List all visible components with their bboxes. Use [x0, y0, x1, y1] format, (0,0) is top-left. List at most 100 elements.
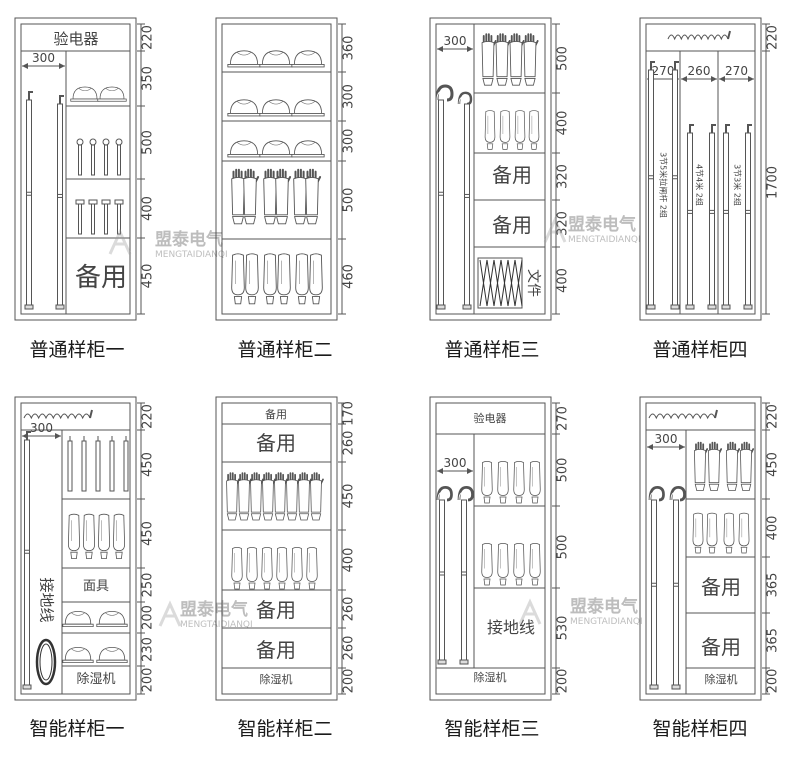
cabinet-8-dim-label: 220: [766, 404, 781, 429]
boot-icon: [706, 512, 718, 554]
cabinet-5-mask-label: 面具: [83, 579, 109, 594]
cabinet-1-dim-label-group: 350: [141, 66, 156, 91]
cabinet-3-dim-label: 400: [556, 268, 571, 293]
boot-icon: [692, 512, 704, 554]
cabinet-4-rod-label: 4节4米 2组: [695, 164, 705, 206]
cabinet-3-width-label: 300: [444, 34, 467, 48]
cabinet-4-rod: [723, 132, 729, 306]
cabinet-5-width-label: 300: [30, 421, 53, 435]
caption-cabinet-7: 智能样柜三: [444, 718, 540, 740]
caption-cabinet-2: 普通样柜二: [237, 339, 333, 361]
cabinet-3-rod-foot: [462, 304, 472, 310]
boot-icon: [261, 547, 273, 590]
cabinet-8-width-arrow: [679, 444, 685, 450]
cabinet-7-dim-label: 270: [556, 406, 571, 431]
cabinet-6-dim-label-group: 170: [342, 401, 357, 426]
cabinet-6-dim-label-group: 260: [342, 636, 357, 661]
cabinet-4-frame: [639, 17, 762, 321]
boot-icon: [514, 110, 526, 150]
cabinet-1-dim-label: 400: [141, 196, 156, 221]
ground-hook-icon: [436, 486, 453, 502]
boot-icon: [513, 543, 525, 586]
cabinet-5-dim-label-group: 450: [141, 521, 156, 546]
glove-icon: [237, 472, 252, 521]
rod-top-hook: [26, 431, 31, 440]
cabinet-2-dim-label: 360: [342, 36, 357, 61]
glove-icon: [297, 472, 312, 521]
cabinet-1-dim-label: 450: [141, 264, 156, 289]
watermark-brand: 盟泰电气: [155, 229, 223, 250]
cabinet-8-rod-foot: [671, 684, 681, 690]
cabinet-7-dim-label: 200: [556, 669, 571, 694]
boot-icon: [529, 461, 541, 504]
cabinet-3-dim-label-group: 320: [556, 211, 571, 236]
boot-icon: [277, 253, 291, 305]
cabinet-3-files-label-group: 文件: [525, 269, 541, 297]
cabinet-5-ground-label-group: 接地线: [38, 577, 56, 622]
tester-icon-head: [75, 199, 85, 205]
helmet-icon: [62, 647, 94, 663]
cabinet-4-rod-foot: [646, 304, 656, 310]
boot-icon: [309, 253, 323, 305]
cabinet-1-dim-label-group: 400: [141, 196, 156, 221]
rod-top-hook: [650, 61, 655, 70]
boot-icon: [481, 543, 493, 586]
tester-icon-body: [104, 203, 108, 235]
boot-icon: [276, 547, 288, 590]
cabinet-4-dim-label: 1700: [766, 166, 781, 199]
cabinet-1-inner: [20, 23, 131, 315]
cabinet-4-rod-label-group: 4节4米 2组: [695, 164, 705, 206]
cabinet-7-rod-foot: [459, 659, 469, 665]
tester-icon-body: [117, 203, 121, 235]
caption-cabinet-6: 智能样柜二: [237, 718, 333, 740]
watermark-logo-icon: [108, 228, 132, 255]
cabinet-5-dim-label-group: 200: [141, 605, 156, 630]
rod-top-hook: [28, 91, 33, 100]
ground-hook-icon: [648, 486, 665, 502]
file-holder-icon-hatch: [486, 259, 495, 307]
cabinet-8-frame: [639, 396, 762, 701]
cabinet-2-inner: [221, 23, 332, 315]
cabinet-8-hanger-hooks: [648, 413, 716, 420]
tester-icon: [89, 138, 97, 146]
cabinet-5-rod: [24, 439, 30, 686]
watermark-logo-icon: [543, 216, 567, 243]
cabinet-4-rod-foot: [743, 304, 753, 310]
cabinet-2-dim-label: 300: [342, 84, 357, 109]
cabinet-6-spare-label: 备用: [256, 431, 296, 455]
helmet-icon: [62, 611, 94, 627]
cabinet-5-glove-rod: [109, 440, 115, 492]
cabinet-4-rod-foot: [670, 304, 680, 310]
boot-icon: [484, 110, 496, 150]
cabinet-8-dim-label-group: 450: [766, 452, 781, 477]
cabinet-3-dim-label: 320: [556, 211, 571, 236]
cabinet-3-inner: [435, 23, 546, 315]
cabinet-4-rod: [745, 132, 751, 306]
ground-hook-icon: [435, 84, 454, 102]
watermark-latin: MENGTAIDIANQI: [155, 250, 228, 260]
helmet-icon: [227, 99, 261, 117]
cabinet-3-width-arrow: [467, 46, 473, 52]
cabinet-7-width-arrow: [437, 468, 443, 474]
cabinet-8-spare-label: 备用: [701, 635, 741, 659]
glove-icon: [739, 441, 755, 492]
file-holder-icon-hatch: [479, 259, 488, 307]
tester-icon-body: [78, 144, 82, 176]
helmet-icon: [96, 647, 128, 663]
cabinet-6-dim-label-group: 260: [342, 431, 357, 456]
cabinet-1-dim-label: 220: [141, 25, 156, 50]
cabinet-8-rod: [651, 499, 657, 686]
glove-icon: [261, 472, 276, 521]
cabinet-5-dim-label-group: 450: [141, 452, 156, 477]
boot-icon: [113, 513, 125, 559]
cabinet-4-rod: [672, 69, 678, 306]
watermark-logo-icon: [518, 598, 542, 625]
cabinet-5-dim-label: 450: [141, 452, 156, 477]
cabinet-6-spare-small-label: 备用: [265, 407, 287, 421]
cabinet-6-dehum-label: 除湿机: [260, 672, 293, 686]
